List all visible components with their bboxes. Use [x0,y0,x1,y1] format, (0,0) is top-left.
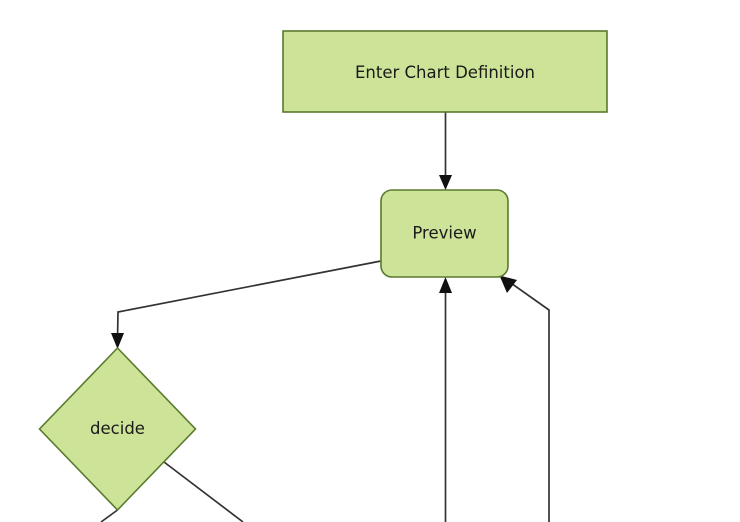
arrowhead-icon [439,175,452,190]
edge-layer [100,112,550,522]
edge-bottom-right-to-preview[interactable] [499,275,550,522]
node-label-decide: decide [90,419,145,438]
edge-line [116,260,382,341]
edge-preview-to-decide[interactable] [111,260,382,349]
node-layer: Enter Chart Definition Preview decide [38,30,608,512]
edge-bottom-center-to-preview[interactable] [439,277,452,522]
node-label-preview: Preview [412,224,476,243]
node-shape-rectangle [282,30,608,113]
edge-line [163,461,244,522]
node-preview[interactable]: Preview [380,189,509,278]
edge-decide-bottom-left[interactable] [100,509,118,522]
arrowhead-icon [499,275,517,293]
node-shape-diamond [38,346,197,512]
node-shape-rounded-rectangle [380,189,509,278]
edge-enter-to-preview[interactable] [439,112,452,190]
edge-line [507,280,550,522]
node-decide[interactable]: decide [38,346,197,512]
edge-line [100,509,118,522]
edge-decide-bottom-right[interactable] [163,461,244,522]
arrowhead-icon [439,277,452,293]
arrowhead-icon [111,333,124,349]
node-label-enter-chart-definition: Enter Chart Definition [355,63,535,82]
node-enter-chart-definition[interactable]: Enter Chart Definition [282,30,608,113]
